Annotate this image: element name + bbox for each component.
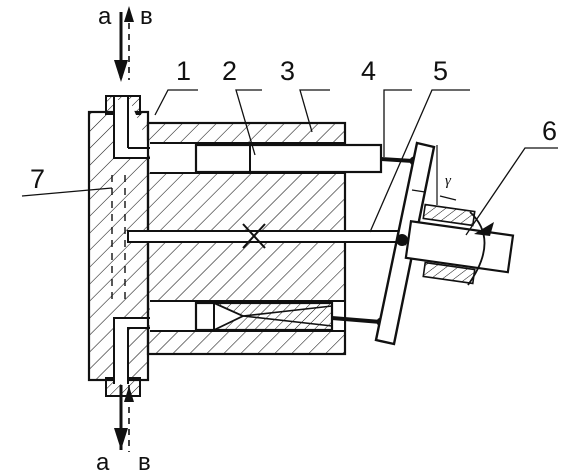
part-label-5: 5 <box>433 56 448 86</box>
part-label-2: 2 <box>222 56 237 86</box>
part-label-1: 1 <box>176 56 191 86</box>
part-labels: 1 2 3 4 5 6 7 <box>30 56 557 194</box>
port-label-top-right: в <box>140 3 153 30</box>
port-label-bottom-left: a <box>96 449 110 475</box>
swash-angle-label: γ <box>445 173 452 189</box>
part-label-4: 4 <box>361 56 376 86</box>
port-label-bottom-right: в <box>138 449 151 475</box>
part-label-3: 3 <box>280 56 295 86</box>
part-label-7: 7 <box>30 164 45 194</box>
valve-plate-body <box>87 95 150 397</box>
part-label-6: 6 <box>542 116 557 146</box>
leader-lines <box>21 89 558 236</box>
upper-piston <box>194 143 419 174</box>
port-labels: a в a в <box>96 3 153 475</box>
lower-piston <box>194 301 386 332</box>
swash-angle-marker: γ <box>411 145 457 205</box>
top-flow-arrows <box>114 6 134 82</box>
swash-plate <box>374 141 436 346</box>
port-label-top-left: a <box>98 3 112 30</box>
drive-shaft <box>404 203 515 286</box>
